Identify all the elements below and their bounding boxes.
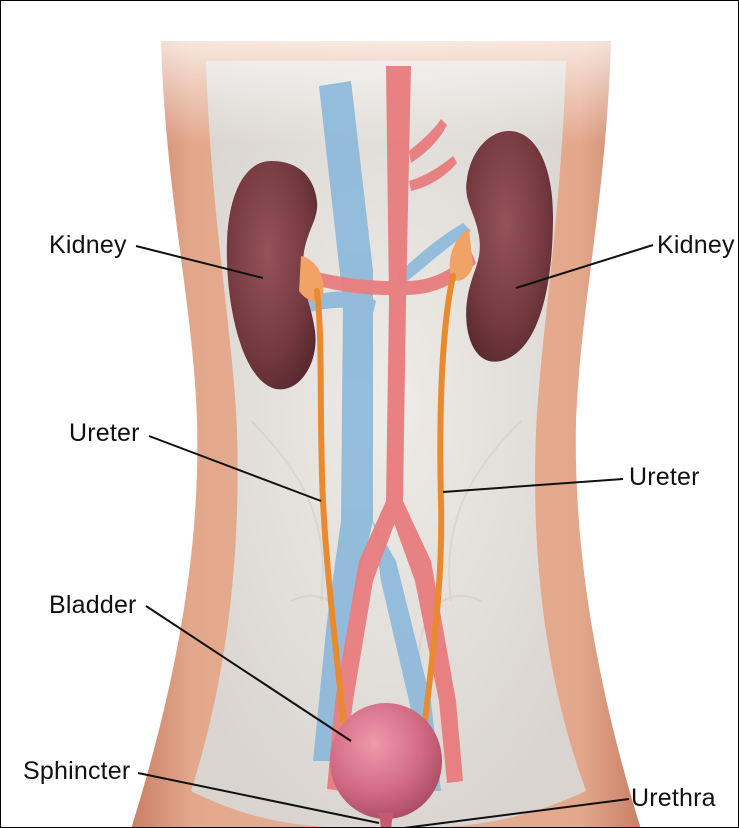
label-kidney-left: Kidney xyxy=(49,233,127,258)
label-ureter-right: Ureter xyxy=(629,465,700,490)
label-bladder: Bladder xyxy=(49,593,137,618)
label-sphincter: Sphincter xyxy=(23,759,130,784)
bladder-shape xyxy=(330,703,442,819)
label-ureter-left: Ureter xyxy=(69,421,140,446)
label-kidney-right: Kidney xyxy=(657,233,735,258)
label-urethra: Urethra xyxy=(631,786,716,811)
